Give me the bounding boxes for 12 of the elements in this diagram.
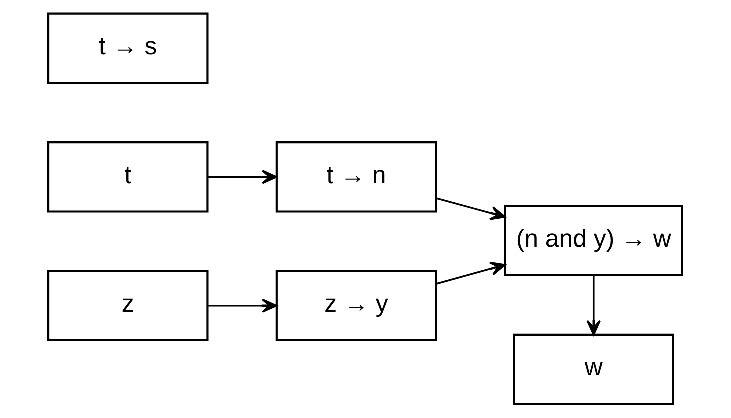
arrow: [208, 298, 278, 314]
node-box: w: [513, 334, 674, 406]
node-box: z: [48, 270, 209, 342]
arrow: [436, 198, 506, 220]
node-box: z → y: [276, 270, 438, 342]
node-box: t → n: [276, 142, 438, 213]
arrow: [586, 276, 601, 336]
arrow: [436, 262, 506, 285]
arrow: [208, 170, 278, 184]
node-box: t → s: [48, 12, 209, 84]
node-box: (n and y) → w: [504, 205, 684, 276]
node-box: t: [48, 142, 209, 213]
